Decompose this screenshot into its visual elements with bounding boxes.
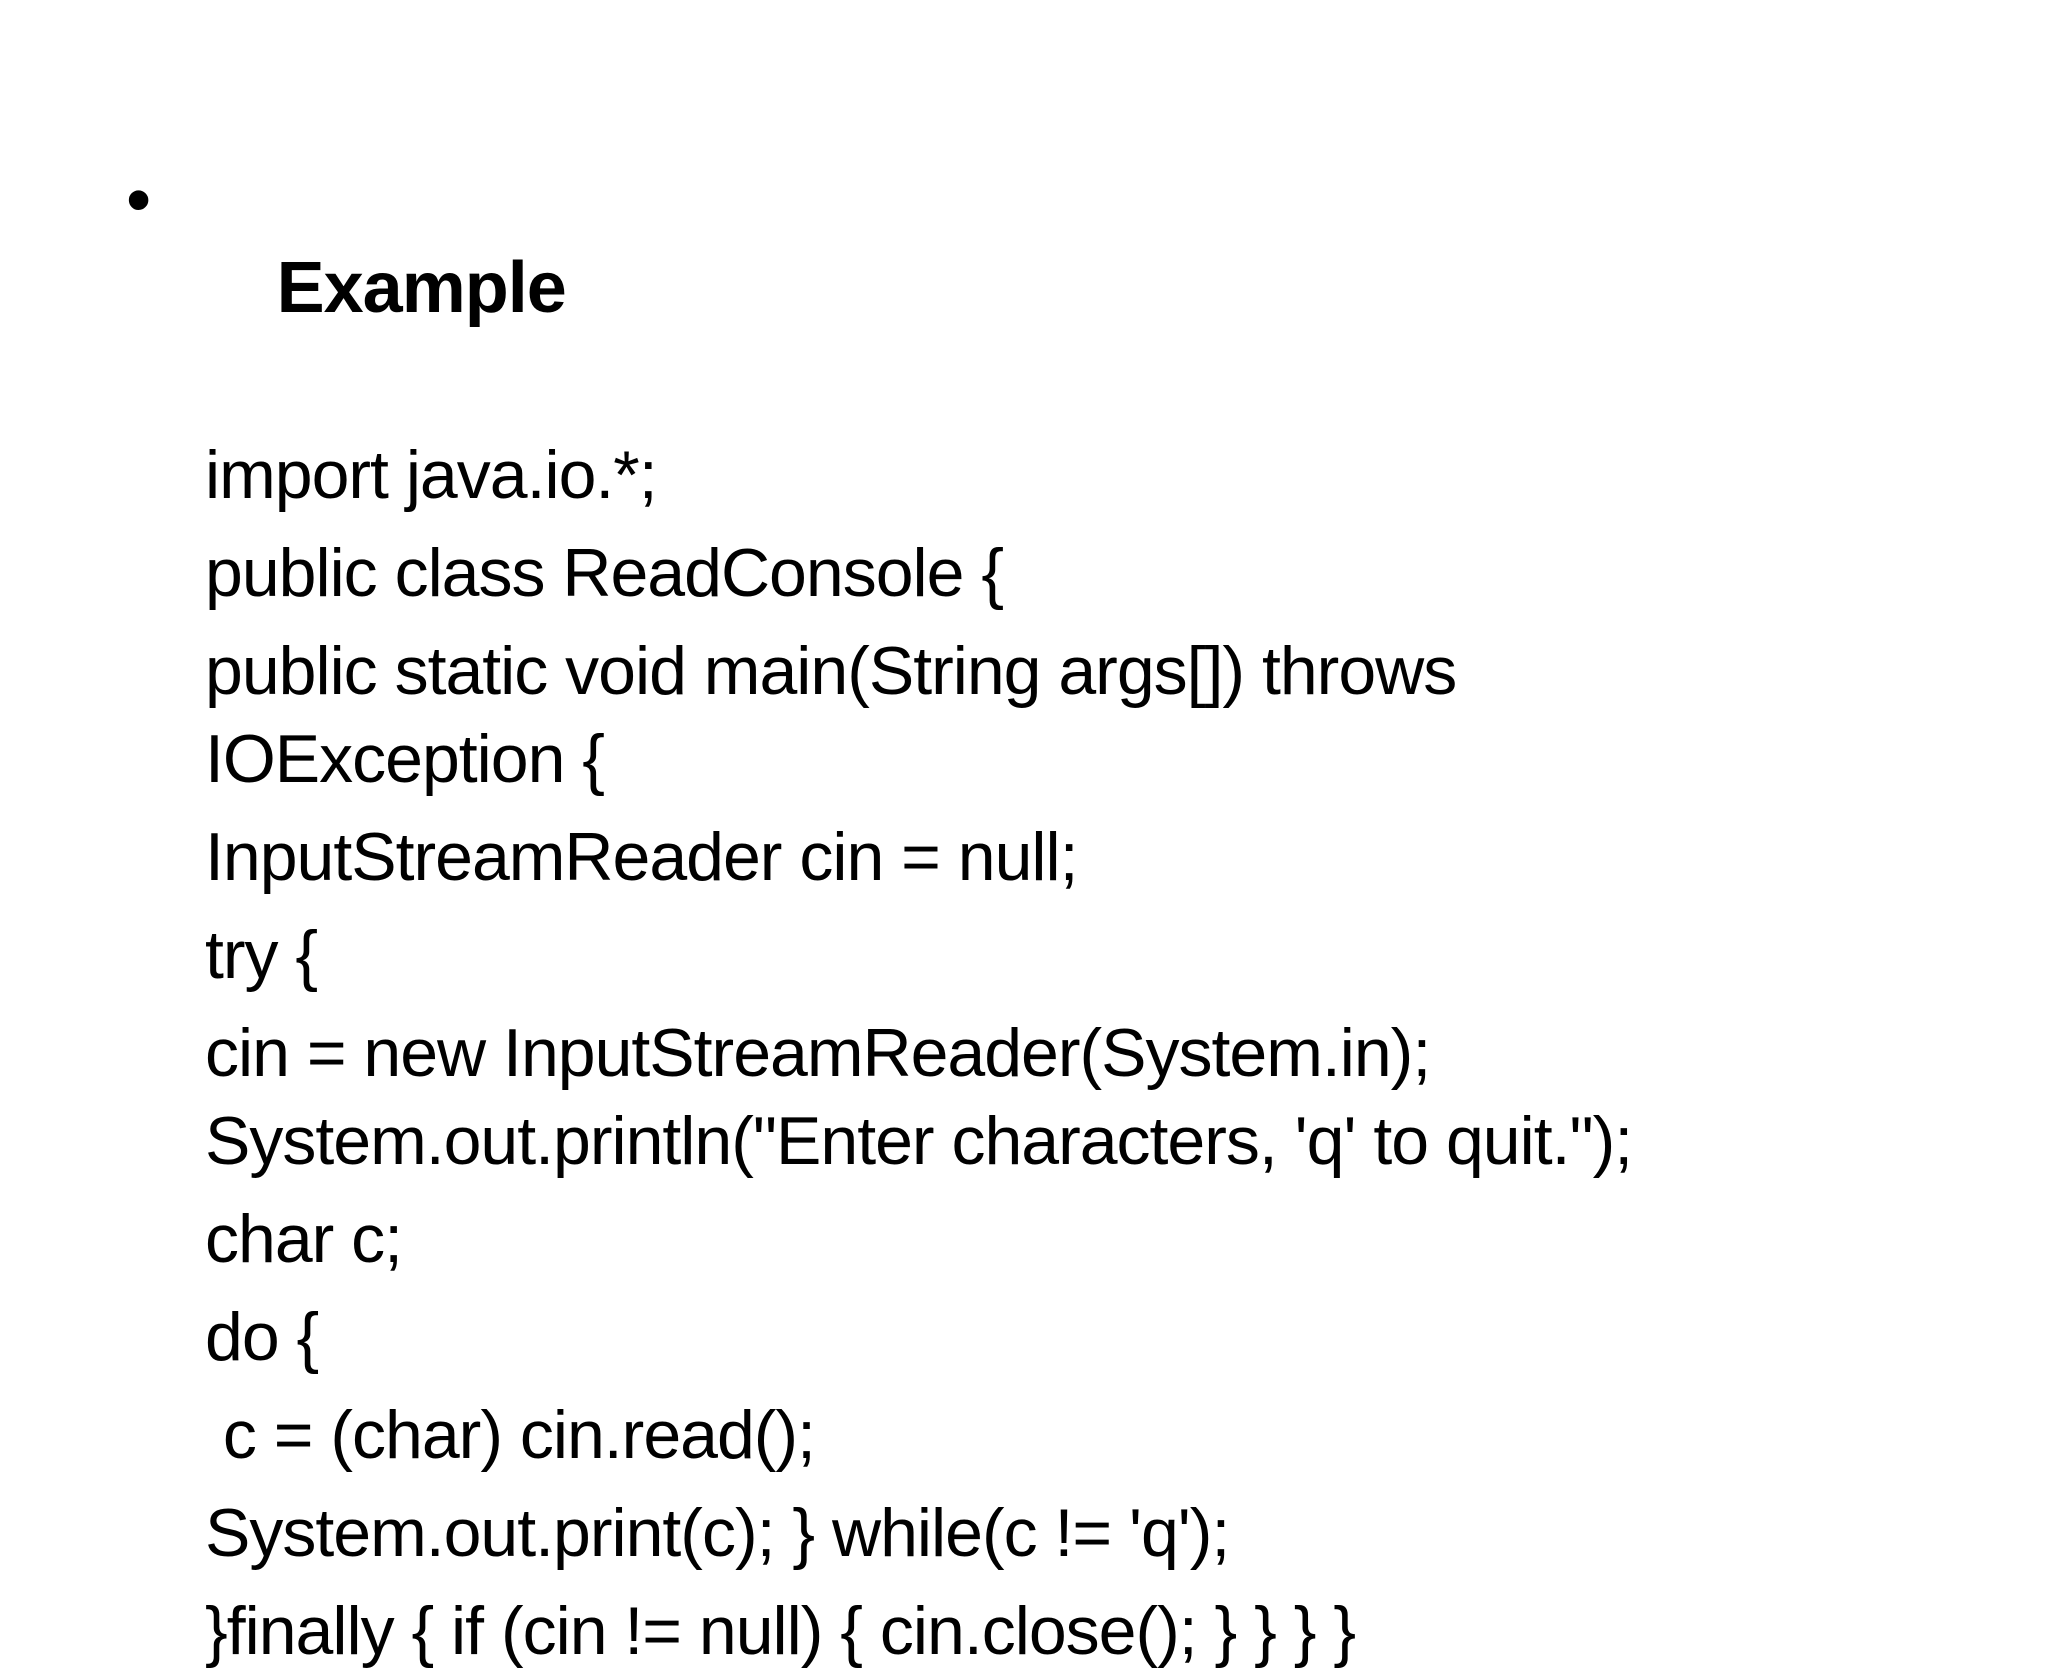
heading-text: Example [276, 248, 567, 328]
code-line: public static void main(String args[]) t… [205, 633, 1457, 709]
code-line: cin = new InputStreamReader(System.in); [205, 1015, 1431, 1091]
code-line: import java.io.*; [205, 437, 658, 513]
slide-root: • Example import java.io.*; public class… [126, 68, 2008, 1669]
code-line: System.out.print(c); } while(c != 'q'); [205, 1495, 1230, 1571]
bullet-list-item: • Example [126, 68, 2008, 421]
bullet-icon: • [126, 160, 151, 240]
code-line-continuation: IOException { [205, 721, 605, 797]
code-line: do { [205, 1299, 319, 1375]
code-line: char c; [205, 1201, 403, 1277]
code-line: c = (char) cin.read(); [205, 1397, 816, 1473]
code-line: try { [205, 917, 318, 993]
code-line: }finally { if (cin != null) { cin.close(… [205, 1593, 1356, 1669]
code-line: InputStreamReader cin = null; [205, 819, 1079, 895]
code-line: public class ReadConsole { [205, 535, 1004, 611]
code-line-continuation: System.out.println("Enter characters, 'q… [205, 1103, 1633, 1179]
